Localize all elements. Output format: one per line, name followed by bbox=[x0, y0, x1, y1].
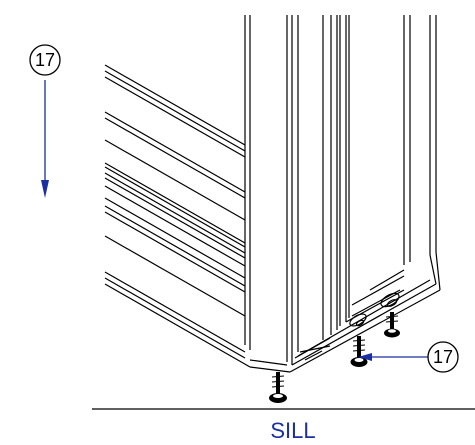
left-frame-profile bbox=[104, 64, 251, 368]
callout-top-left: 17 bbox=[29, 44, 61, 198]
drainage-slots bbox=[349, 292, 400, 327]
callout-bottom-right: 17 bbox=[358, 341, 459, 373]
section-caption: SILL bbox=[270, 418, 315, 443]
sill-base-extrusion bbox=[249, 251, 441, 373]
callout-arrowhead bbox=[41, 180, 49, 198]
vertical-stiles bbox=[244, 15, 437, 365]
callout-bubble bbox=[427, 341, 459, 373]
callout-number: 17 bbox=[433, 347, 453, 367]
screw-left bbox=[269, 372, 287, 403]
screw-middle bbox=[350, 336, 368, 367]
callout-leader-arrowhead bbox=[358, 353, 372, 361]
callout-number: 17 bbox=[35, 50, 55, 70]
callout-bubble bbox=[29, 44, 61, 76]
screw-right bbox=[384, 312, 400, 338]
